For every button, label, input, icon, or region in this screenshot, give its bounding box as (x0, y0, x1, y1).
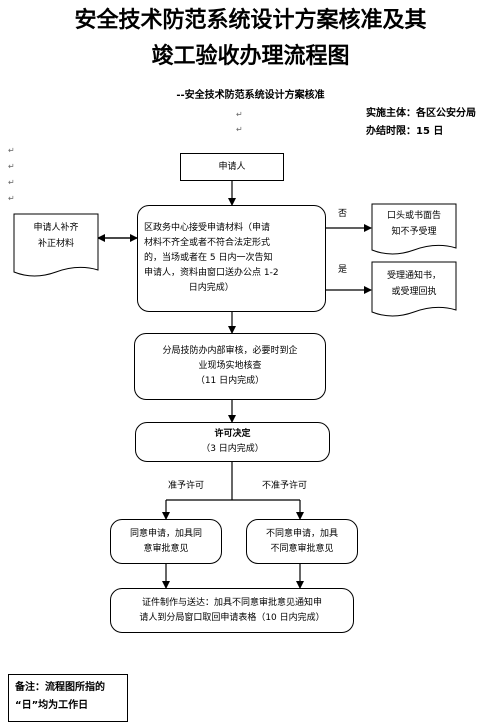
node-delivery: 证件制作与送达：加具不同意审批意见通知申 请人到分局窗口取回申请表格（10 日内… (110, 588, 354, 633)
node-agree-line1: 同意申请，加具同 (129, 528, 202, 539)
page-title: 安全技术防范系统设计方案核准及其 (74, 8, 427, 33)
footnote-line2: “日”均为工作日 (15, 700, 89, 711)
node-supplement-line2: 补正材料 (37, 239, 74, 249)
edge-label-no: 否 (338, 209, 348, 219)
node-accept-notice: 受理通知书， 或受理回执 (372, 268, 456, 300)
node-delivery-line1: 证件制作与送达：加具不同意审批意见通知申 (141, 597, 322, 608)
node-disagree-line1: 不同意申请，加具 (265, 528, 338, 539)
node-receive-line1: 区政务中心接受申请材料（申请 (144, 223, 271, 233)
page-subtitle: --安全技术防范系统设计方案核准 (176, 90, 325, 101)
node-decision: 许可决定 （3 日内完成） (135, 422, 330, 462)
node-reject-line2: 知不予受理 (391, 227, 437, 237)
node-accept-line2: 或受理回执 (391, 287, 437, 297)
paragraph-mark: ↵ (8, 162, 15, 171)
node-review: 分局技防办内部审核，必要时到企 业现场实地核查 （11 日内完成） (134, 333, 326, 400)
time-limit: 办结时限：15 日 (366, 126, 444, 137)
node-disagree: 不同意申请，加具 不同意审批意见 (246, 519, 358, 564)
paragraph-mark: ↵ (8, 146, 15, 155)
footnote-line1: 备注：流程图所指的 (15, 682, 105, 693)
implementing-body: 实施主体：各区公安分局 (366, 108, 476, 119)
node-applicant-label: 申请人 (218, 161, 246, 172)
supplement-doc-shape (13, 213, 99, 277)
edge-label-yes: 是 (338, 265, 348, 275)
edge-label-deny: 不准予许可 (262, 481, 308, 491)
node-receive-line5: 日内完成） (188, 283, 234, 293)
node-receive-line3: 的，当场或者在 5 日内一次告知 (144, 253, 273, 263)
node-receive-line2: 材料不齐全或者不符合法定形式 (144, 238, 271, 248)
paragraph-mark: ↵ (236, 110, 243, 119)
node-disagree-line2: 不同意审批意见 (270, 543, 334, 554)
node-accept-line1: 受理通知书， (386, 271, 441, 281)
edge-label-grant: 准予许可 (168, 481, 205, 491)
node-review-line1: 分局技防办内部审核，必要时到企 (162, 346, 298, 356)
paragraph-mark: ↵ (236, 125, 243, 134)
node-reject-line1: 口头或书面告 (386, 211, 441, 221)
footnote: 备注：流程图所指的 “日”均为工作日 (8, 674, 128, 722)
accept-doc-shape (371, 261, 457, 317)
node-applicant: 申请人 (180, 153, 284, 181)
node-supplement-line1: 申请人补齐 (33, 223, 79, 233)
node-receive: 区政务中心接受申请材料（申请 材料不齐全或者不符合法定形式 的，当场或者在 5 … (137, 205, 326, 312)
node-agree-line2: 意审批意见 (143, 543, 189, 554)
page-title-line2: 竣工验收办理流程图 (151, 44, 350, 69)
node-receive-line4: 申请人，资料由窗口送办公点 1-2 (144, 268, 279, 278)
node-reject-notice: 口头或书面告 知不予受理 (372, 208, 456, 240)
node-review-line2: 业现场实地核查 (198, 361, 262, 371)
reject-doc-shape (371, 203, 457, 255)
node-decision-line2: （3 日内完成） (201, 444, 264, 454)
node-delivery-line2: 请人到分局窗口取回申请表格（10 日内完成） (139, 612, 325, 623)
node-supplement: 申请人补齐 补正材料 (14, 220, 98, 252)
node-decision-line1: 许可决定 (214, 429, 251, 439)
node-review-line3: （11 日内完成） (195, 376, 265, 386)
paragraph-mark: ↵ (8, 194, 15, 203)
node-agree: 同意申请，加具同 意审批意见 (110, 519, 222, 564)
paragraph-mark: ↵ (8, 178, 15, 187)
